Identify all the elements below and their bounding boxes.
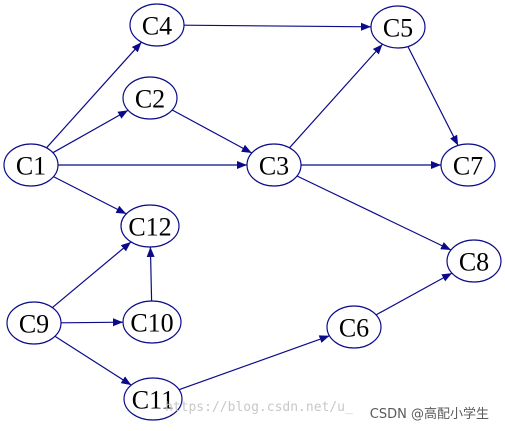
node-label-c1: C1 bbox=[16, 152, 46, 181]
node-c1: C1 bbox=[3, 143, 59, 187]
edge-c9-to-c12 bbox=[52, 241, 132, 309]
edge-c10-to-c12 bbox=[146, 246, 155, 302]
node-label-c12: C12 bbox=[128, 213, 171, 242]
node-c4: C4 bbox=[129, 3, 185, 47]
node-ellipse-c9 bbox=[6, 301, 62, 345]
node-label-c4: C4 bbox=[142, 12, 172, 41]
node-ellipse-c6 bbox=[326, 305, 382, 349]
node-c11: C11 bbox=[123, 377, 183, 421]
edge-c4-to-c5 bbox=[183, 22, 372, 31]
edge-c1-to-c2 bbox=[52, 109, 129, 154]
node-ellipse-c4 bbox=[129, 3, 185, 47]
node-label-c6: C6 bbox=[339, 314, 369, 343]
node-label-c2: C2 bbox=[135, 85, 165, 114]
watermark-brand: CSDN @高配小学生 bbox=[367, 403, 491, 422]
edge-c9-to-c11 bbox=[54, 335, 132, 386]
edge-c2-to-c3 bbox=[171, 109, 253, 154]
edge-c1-to-c12 bbox=[53, 176, 127, 215]
node-c6: C6 bbox=[326, 305, 382, 349]
node-ellipse-c7 bbox=[440, 143, 496, 187]
edge-c1-to-c4 bbox=[46, 41, 142, 149]
node-c12: C12 bbox=[120, 204, 180, 248]
edge-c3-to-c5 bbox=[289, 43, 383, 149]
node-label-c5: C5 bbox=[383, 14, 413, 43]
watermark-url: https://blog.csdn.net/u_ bbox=[165, 400, 353, 415]
edge-c9-to-c10 bbox=[60, 318, 124, 327]
node-label-c10: C10 bbox=[130, 309, 173, 338]
node-ellipse-c11 bbox=[123, 377, 183, 421]
node-ellipse-c2 bbox=[122, 76, 178, 120]
node-c2: C2 bbox=[122, 76, 178, 120]
node-ellipse-c12 bbox=[120, 204, 180, 248]
node-label-c9: C9 bbox=[19, 310, 49, 339]
node-c3: C3 bbox=[246, 143, 302, 187]
node-ellipse-c5 bbox=[370, 5, 426, 49]
edge-c5-to-c7 bbox=[407, 46, 459, 146]
node-ellipse-c8 bbox=[446, 239, 502, 283]
node-c8: C8 bbox=[446, 239, 502, 283]
edge-c6-to-c8 bbox=[375, 272, 453, 316]
node-c5: C5 bbox=[370, 5, 426, 49]
node-c9: C9 bbox=[6, 301, 62, 345]
node-label-c11: C11 bbox=[132, 386, 174, 415]
node-ellipse-c1 bbox=[3, 143, 59, 187]
node-label-c3: C3 bbox=[259, 152, 289, 181]
node-c10: C10 bbox=[122, 300, 182, 344]
edge-c11-to-c6 bbox=[178, 335, 330, 391]
edges-layer bbox=[46, 22, 459, 391]
node-label-c8: C8 bbox=[459, 248, 489, 277]
node-ellipse-c10 bbox=[122, 300, 182, 344]
node-c7: C7 bbox=[440, 143, 496, 187]
edge-c3-to-c8 bbox=[296, 175, 452, 251]
node-label-c7: C7 bbox=[453, 152, 483, 181]
node-ellipse-c3 bbox=[246, 143, 302, 187]
